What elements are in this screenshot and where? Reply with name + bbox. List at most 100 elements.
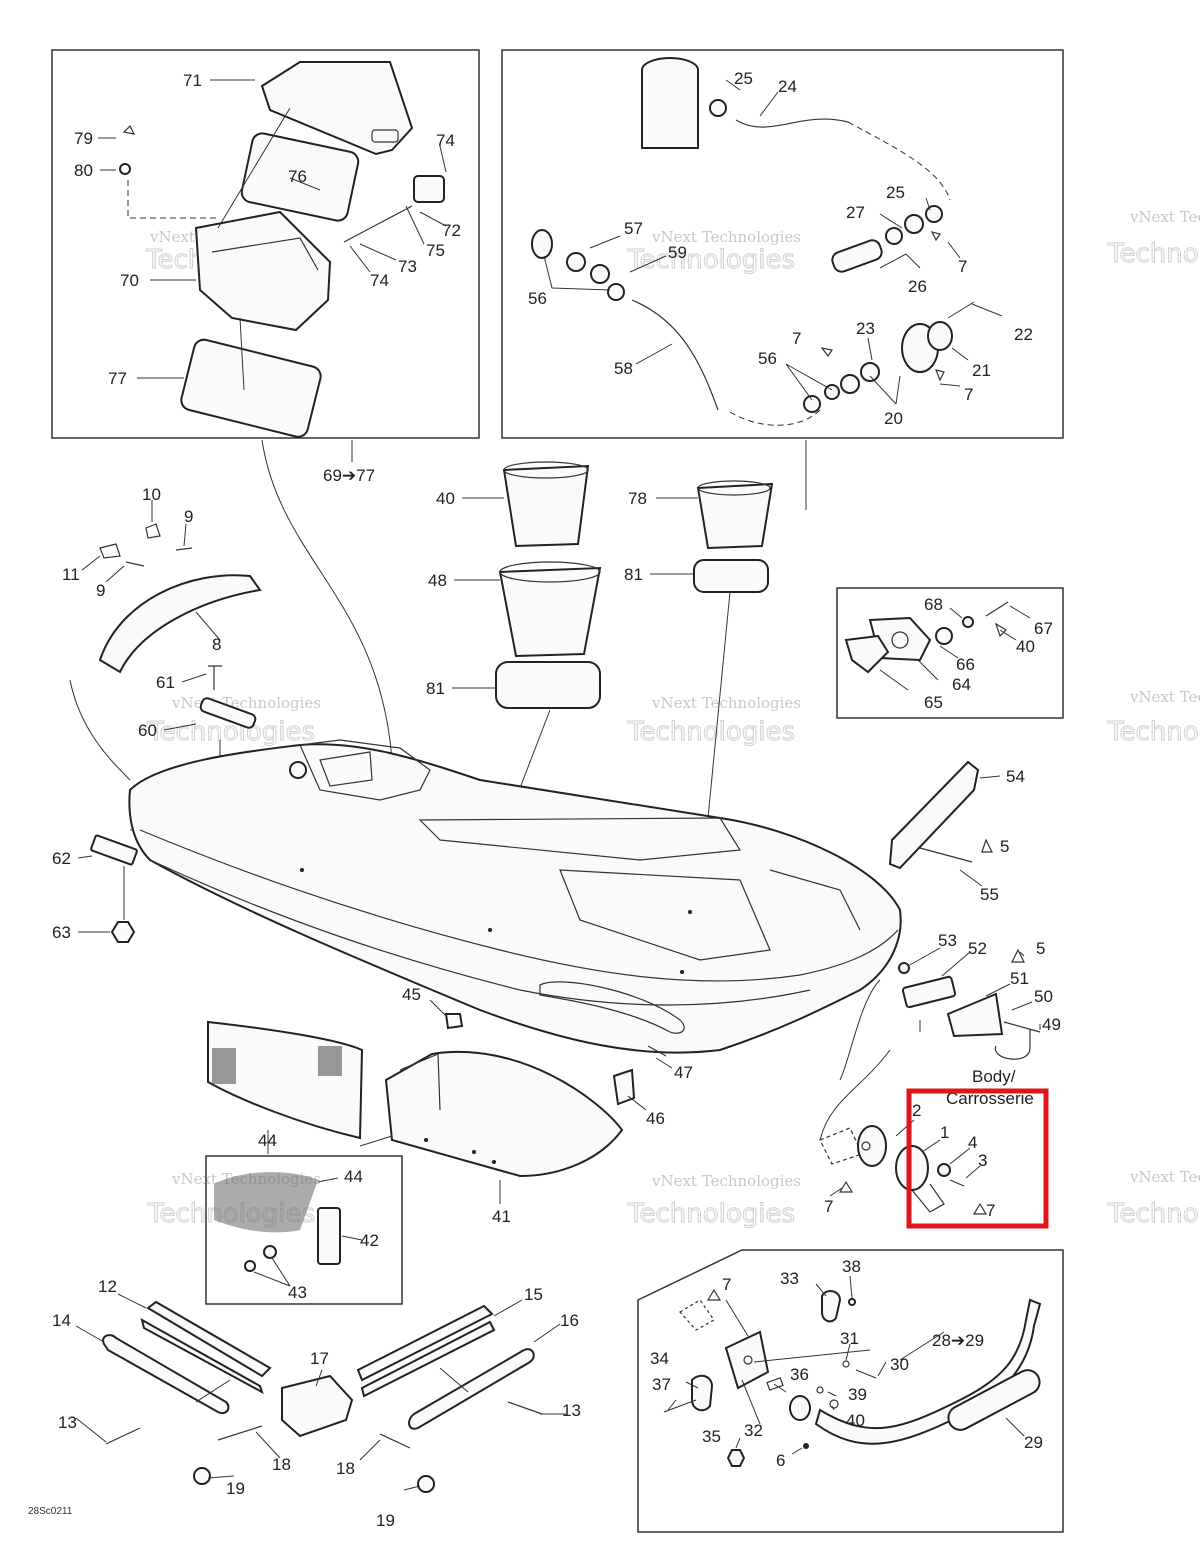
callout-56: 56: [528, 289, 547, 308]
storage-lid: [260, 61, 414, 156]
callout-51: 51: [1010, 969, 1029, 988]
range-28-29: 28➔29: [932, 1331, 984, 1350]
callout-74: 74: [436, 131, 455, 150]
hinge-block: [724, 1330, 770, 1390]
cup-gasket: [495, 661, 601, 709]
watermark-text: Technologies: [1107, 1199, 1200, 1229]
callout-76: 76: [288, 167, 307, 186]
callout-39: 39: [848, 1385, 867, 1404]
callout-63: 63: [52, 923, 71, 942]
watermark-text: Technologies: [627, 1199, 795, 1229]
callout-11: 11: [62, 565, 80, 584]
cup-holder-78: [696, 482, 774, 550]
callout-55: 55: [980, 885, 999, 904]
callout-7: 7: [958, 257, 967, 276]
hull-body: [128, 739, 902, 1054]
callout-13: 13: [562, 1401, 581, 1420]
callout-73: 73: [398, 257, 417, 276]
callout-12: 12: [98, 1277, 117, 1296]
callout-23: 23: [856, 319, 875, 338]
body-label-line2: Carrosserie: [946, 1089, 1034, 1108]
callout-50: 50: [1034, 987, 1053, 1006]
callout-32: 32: [744, 1421, 763, 1440]
callout-38: 38: [842, 1257, 861, 1276]
callout-81: 81: [426, 679, 445, 698]
drain-plug-group: [844, 601, 1031, 691]
clip-46: [612, 1068, 636, 1106]
storage-cups-group: [261, 439, 774, 901]
callout-78: 78: [628, 489, 647, 508]
callout-44: 44: [344, 1167, 363, 1186]
callout-68: 68: [924, 595, 943, 614]
grab-handle: [98, 574, 262, 674]
callout-3: 3: [978, 1151, 987, 1170]
callout-27: 27: [846, 203, 865, 222]
bin-gasket: [180, 338, 322, 438]
callout-53: 53: [938, 931, 957, 950]
hook: [946, 992, 1004, 1038]
tray: [384, 1051, 624, 1178]
hose-fitting: [831, 239, 883, 273]
callout-24: 24: [778, 77, 797, 96]
cup-holder-48: [498, 566, 602, 658]
nut-35: [726, 1449, 746, 1467]
callout-40: 40: [436, 489, 455, 508]
callout-18: 18: [336, 1459, 355, 1478]
rail-12: [146, 1300, 272, 1378]
handlebar-grip-29: [947, 1369, 1041, 1431]
callout-42: 42: [360, 1231, 379, 1250]
callout-30: 30: [890, 1355, 909, 1374]
bushing: [789, 1395, 811, 1421]
diagram-code: 28Sc0211: [28, 1506, 73, 1517]
hinge: [199, 697, 257, 729]
storage-bin-frame: [51, 49, 480, 439]
callout-40: 40: [1016, 637, 1035, 656]
seat-area: [418, 817, 742, 861]
callout-61: 61: [156, 673, 175, 692]
storage-bin: [194, 210, 332, 332]
callout-7: 7: [792, 329, 801, 348]
clip-42: [317, 1207, 341, 1265]
callout-41: 41: [492, 1207, 511, 1226]
rail-14: [102, 1334, 230, 1414]
callout-65: 65: [924, 693, 943, 712]
callout-43: 43: [288, 1283, 307, 1302]
callout-26: 26: [908, 277, 927, 296]
bumper: [888, 760, 980, 870]
callout-80: 80: [74, 161, 93, 180]
bilge-pump-frame: [501, 49, 1064, 439]
watermark-text: vNext Technologies: [1129, 688, 1200, 706]
cover-34: [691, 1374, 714, 1412]
callout-7: 7: [964, 385, 973, 404]
washer: [937, 1163, 951, 1177]
drain-plug: [844, 634, 890, 674]
callout-19: 19: [376, 1511, 395, 1530]
watermark-text: vNext Technologies: [651, 228, 801, 246]
rail-15: [356, 1304, 494, 1382]
cap-19: [193, 1467, 211, 1485]
watermark-text: Technologies: [1107, 717, 1200, 747]
callout-7: 7: [722, 1275, 731, 1294]
callout-7: 7: [986, 1201, 995, 1220]
callout-19: 19: [226, 1479, 245, 1498]
watermark-text: Technologies: [1107, 239, 1200, 269]
callout-9: 9: [96, 581, 105, 600]
rails-group: [75, 1293, 566, 1493]
plate: [901, 975, 957, 1009]
callout-29: 29: [1024, 1433, 1043, 1452]
body-label-line1: Body/: [972, 1067, 1016, 1086]
lid-gasket: [240, 132, 360, 222]
mat-detail-frame: [205, 1155, 403, 1305]
highlight-box[interactable]: [906, 1088, 1049, 1229]
handlebar-frame: [637, 1249, 1064, 1533]
callout-5: 5: [1036, 939, 1045, 958]
drain-plug-frame: [836, 587, 1064, 719]
rail-joint-17: [281, 1374, 354, 1438]
callout-9: 9: [184, 507, 193, 526]
callout-49: 49: [1042, 1015, 1061, 1034]
cap-19: [417, 1475, 435, 1493]
callout-47: 47: [674, 1063, 693, 1082]
bow-eye-group: [819, 760, 1041, 1141]
bilge-pump-group: [531, 57, 1003, 510]
